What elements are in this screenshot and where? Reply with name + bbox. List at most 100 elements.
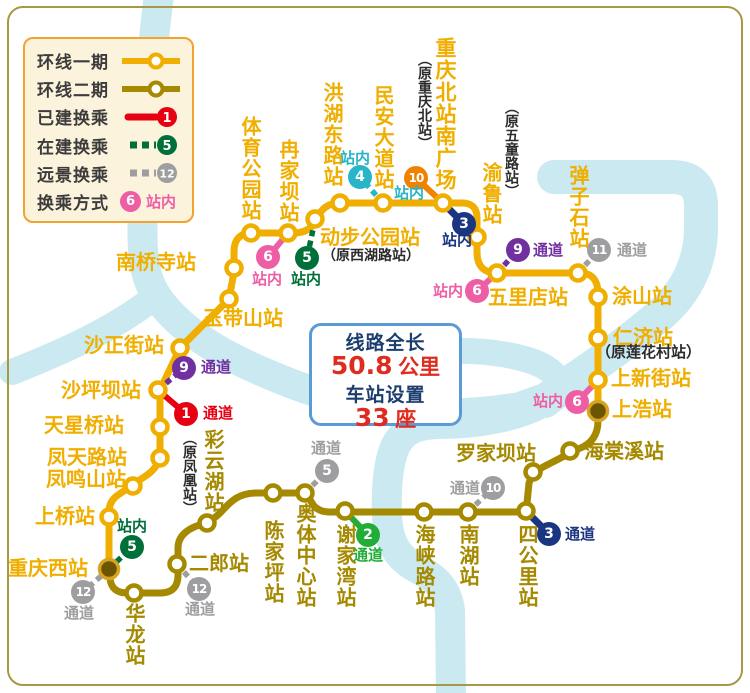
station-label-yulu: 渝鲁站 (479, 162, 503, 225)
station-marker-haitangxi (560, 441, 580, 461)
station-marker-tushan (588, 287, 608, 307)
station-marker-cqxizhan (97, 557, 121, 581)
legend-row-transfer-type: 换乘方式 6 站内 (37, 188, 182, 215)
station-label-nanqiaosi: 南桥寺站 (116, 250, 196, 274)
transfer-badge-line5-aoti: 5 (315, 459, 339, 483)
transfer-badge-line10-cqbeizhan: 10 (404, 166, 428, 190)
transfer-type-label: 通道 (533, 241, 564, 259)
transfer-type-label: 站内 (291, 270, 322, 288)
station-marker-shazhengjie (170, 338, 190, 358)
legend-label: 在建换乘 (37, 137, 109, 158)
station-marker-yudaishan (219, 289, 239, 309)
station-marker-shangqiao (99, 507, 119, 527)
station-marker-haixialu (414, 502, 434, 522)
station-marker-shangxinjie (588, 370, 608, 390)
legend-label: 换乘方式 (37, 193, 109, 214)
station-label-tianxingqiao: 天星桥站 (44, 413, 124, 437)
line-length-title: 线路全长 (345, 332, 426, 354)
station-markers-phase1 (99, 193, 608, 527)
future-transfer-icon: 12 (130, 163, 177, 184)
station-marker-cqbeizhan (433, 193, 453, 213)
transfer-badge-line6-ranjiaba: 6 (256, 245, 280, 269)
transfer-type-label: 通道 (201, 358, 232, 376)
station-marker-dongbugongyuan (305, 209, 325, 229)
transfer-type-label: 站内 (533, 392, 564, 410)
station-marker-sigongli (516, 501, 536, 521)
transfer-type-label: 通道 (450, 479, 481, 497)
legend-row-under-construction-transfer: 在建换乘 5 (37, 132, 182, 159)
station-count-unit: 座 (395, 407, 417, 431)
transfer-badge-line2-xiejiawan: 2 (356, 523, 380, 547)
line-length-number: 50.8 (330, 351, 393, 380)
station-markers-phase2 (124, 441, 580, 603)
station-label-shapingba: 沙坪坝站 (61, 378, 141, 402)
legend-row-phase2: 环线二期 (37, 75, 182, 102)
station-marker-luojiaba (523, 462, 543, 482)
transfer-type-label: 通道 (203, 404, 234, 422)
station-note-dongbugongyuan: （原西湖路站） (322, 248, 420, 264)
transfer-badge-line3-sigongli: 3 (537, 522, 561, 546)
station-marker-xiejiawan (335, 501, 355, 521)
transfer-type-label: 通道 (565, 525, 596, 543)
legend-row-future-transfer: 远景换乘 12 (37, 160, 182, 187)
legend-label: 远景换乘 (37, 165, 109, 186)
legend-box: 环线一期 环线二期 已建换乘 1 在建换乘 (23, 37, 194, 223)
svg-text:12: 12 (159, 168, 174, 181)
station-count-title: 车站设置 (345, 384, 426, 406)
legend-row-built-transfer: 已建换乘 1 (37, 103, 182, 130)
line6-badge-icon: 6 (120, 190, 141, 212)
station-label-sigongli: 四公里站 (515, 524, 539, 608)
station-marker-wulidian (487, 263, 507, 283)
station-marker-tianxingqiao (150, 417, 170, 437)
transfer-type-label: 通道 (353, 546, 384, 564)
transfer-type-label: 站内 (117, 517, 148, 535)
transfer-type-label: 通道 (617, 241, 648, 259)
station-marker-caiyunhu (197, 513, 217, 533)
station-label-erlang: 二郎站 (189, 551, 249, 575)
station-marker-danzishi (568, 263, 588, 283)
transfer-badge-line12-cqxizhan: 12 (71, 580, 95, 604)
transfer-type-sample: 6 站内 (120, 190, 182, 212)
station-label-tiyugongyuan: 体育公园站 (238, 116, 262, 221)
phase1-line-icon (122, 52, 180, 69)
station-count-number: 33 (354, 403, 390, 432)
station-label-danzishi: 弹子石站 (566, 165, 590, 249)
transfer-badge-line5-dongbu: 5 (295, 246, 319, 270)
transfer-badge-line11-danzishi: 11 (587, 238, 611, 262)
transfer-type-label: 站内 (340, 149, 371, 167)
transfer-badge-line12-erlang: 12 (187, 577, 211, 601)
station-label-luojiaba: 罗家坝站 (456, 441, 536, 465)
station-label-fengmingshan: 凤鸣山站 (46, 467, 126, 491)
station-label-tushan: 涂山站 (612, 284, 672, 308)
river-jialing-west-arm (0, 286, 165, 385)
in-station-label: 站内 (146, 192, 177, 211)
station-marker-hualong (124, 583, 144, 603)
transfer-type-label: 站内 (252, 270, 283, 288)
transfer-badge-line10-nanhu: 10 (481, 476, 505, 500)
station-label-minandadao: 民安大道站 (371, 85, 395, 190)
legend-label: 环线一期 (37, 53, 109, 73)
station-label-wulidian: 五里店站 (488, 285, 568, 309)
transfer-badge-line1-shapingba: 1 (174, 402, 198, 426)
transfer-type-label: 站内 (394, 184, 425, 202)
transfer-badge-line9-wulidian: 9 (506, 238, 530, 262)
station-note-cqbeizhan: （原重庆北站） (416, 52, 432, 150)
line-length-unit: 公里 (398, 355, 441, 379)
station-label-honghudonglu: 洪湖东路站 (320, 82, 344, 187)
line-info-box: 线路全长 50.8 公里 车站设置 33 座 (309, 323, 462, 431)
station-label-ranjiaba: 冉家坝站 (276, 139, 300, 223)
station-note-yulu: （原五童路站） (503, 100, 519, 198)
station-marker-nanhu (458, 502, 478, 522)
station-note-caiyunhu: （原凤凰站） (181, 431, 197, 515)
station-marker-chenjiaping (263, 483, 283, 503)
svg-text:5: 5 (162, 139, 171, 154)
station-marker-erlang (167, 554, 187, 574)
station-label-shangqiao: 上桥站 (35, 504, 95, 528)
transfer-badge-line3-cqbeizhan: 3 (452, 212, 476, 236)
transfer-badge-line5-cqxizhan: 5 (120, 535, 144, 559)
station-label-fengtianlu: 凤天路站 (47, 445, 127, 469)
station-note-renji: （原莲花村站） (596, 343, 702, 361)
built-transfer-icon: 1 (124, 106, 177, 127)
legend-label: 已建换乘 (37, 109, 109, 130)
